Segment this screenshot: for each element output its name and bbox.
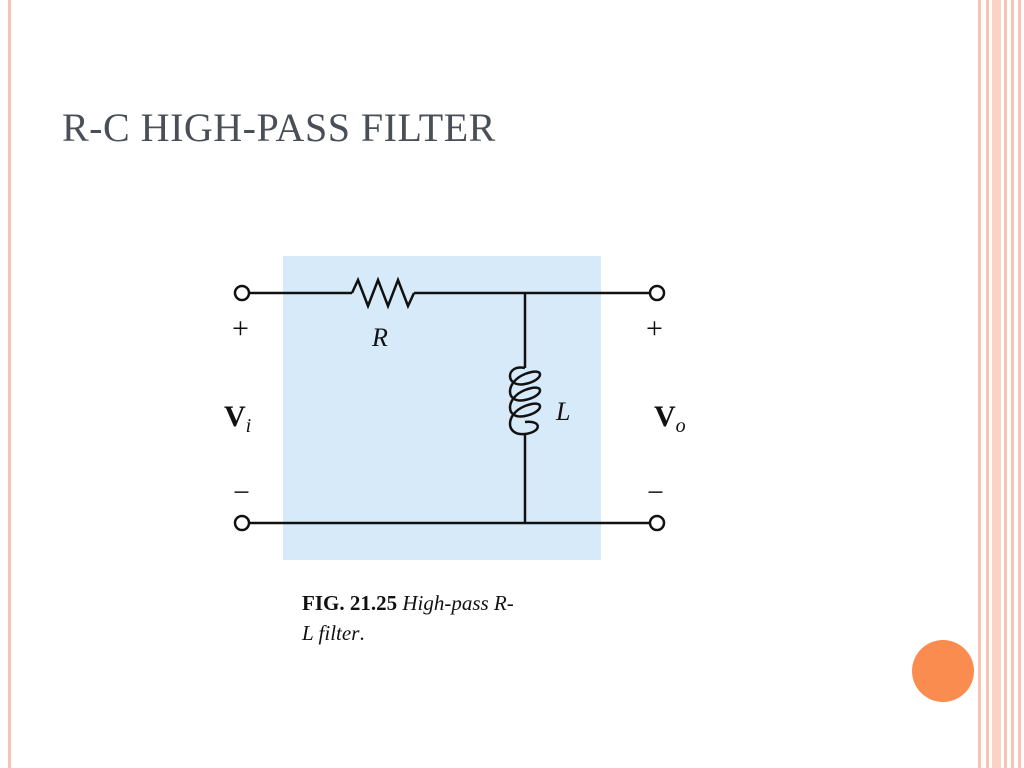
decorative-orange-circle xyxy=(912,640,974,702)
right-border-stripes xyxy=(975,0,1024,768)
output-voltage-symbol: V xyxy=(654,400,676,433)
input-terminal-bottom xyxy=(233,514,251,532)
input-terminal-top xyxy=(233,284,251,302)
rl-high-pass-circuit: R L + − + − Vi Vo xyxy=(224,256,686,560)
resistor-label: R xyxy=(371,323,388,352)
output-terminal-bottom xyxy=(648,514,666,532)
figure-number: FIG. 21.25 xyxy=(302,591,398,615)
inductor-branch xyxy=(508,293,542,523)
left-border-stripe xyxy=(8,0,11,768)
input-plus-sign: + xyxy=(232,312,249,345)
caption-text-line1: High-pass R- xyxy=(402,591,514,615)
input-voltage-symbol: V xyxy=(224,400,246,433)
input-voltage-label: Vi xyxy=(224,400,251,437)
caption-text-line2: L filter xyxy=(302,621,360,645)
input-minus-sign: − xyxy=(233,476,250,509)
slide-title: R-C HIGH-PASS FILTER xyxy=(62,105,496,150)
circuit-panel xyxy=(283,256,601,560)
figure-caption: FIG. 21.25 High-pass R- L filter. xyxy=(302,588,602,648)
inductor-label: L xyxy=(555,397,570,426)
inductor-symbol xyxy=(508,366,542,436)
input-voltage-subscript: i xyxy=(246,415,252,437)
output-plus-sign: + xyxy=(646,312,663,345)
output-voltage-label: Vo xyxy=(654,400,686,437)
caption-period: . xyxy=(359,621,365,645)
resistor-symbol xyxy=(350,276,416,310)
top-wire xyxy=(249,276,650,310)
output-voltage-subscript: o xyxy=(676,415,686,437)
output-terminal-top xyxy=(648,284,666,302)
output-minus-sign: − xyxy=(647,476,664,509)
